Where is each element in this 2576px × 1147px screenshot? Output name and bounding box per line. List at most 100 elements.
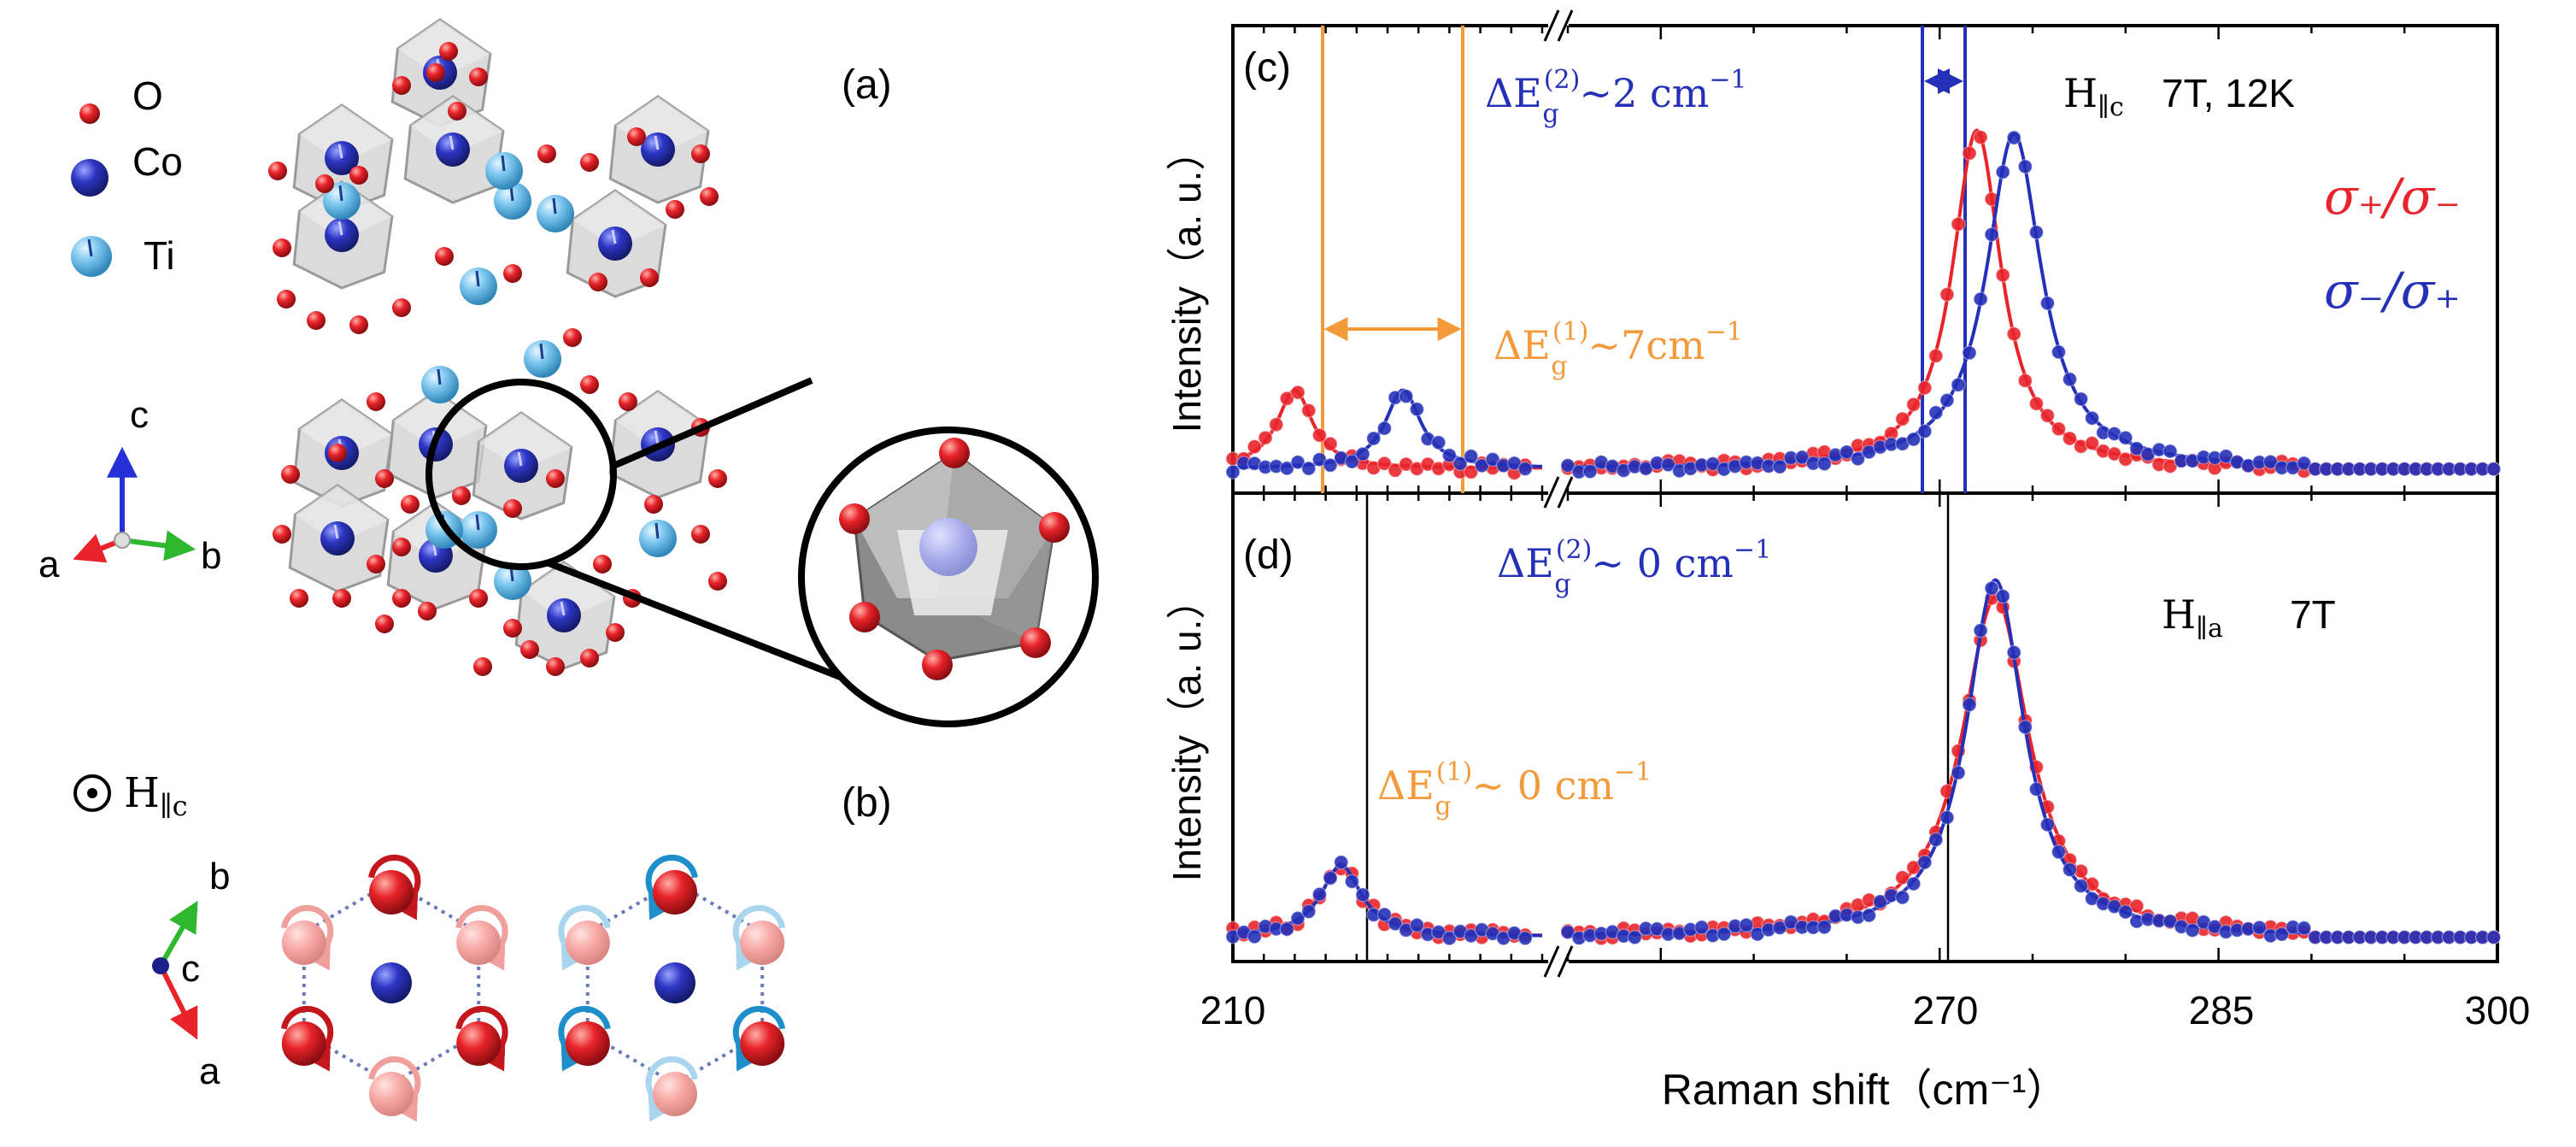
xtick-label-285: 285	[2189, 988, 2255, 1032]
o-atom	[563, 328, 582, 347]
data-point-red	[1258, 430, 1273, 445]
data-point-blue	[1225, 464, 1241, 480]
dEg2-annotation-c: ΔE(2)g~2 cm−1	[1485, 65, 1747, 129]
hex-axes: b c a	[152, 856, 230, 1092]
data-point-blue	[2073, 391, 2089, 407]
o-atom	[367, 392, 385, 411]
data-point-red	[2162, 458, 2178, 474]
o-atom	[268, 162, 287, 180]
data-point-blue	[1376, 421, 1393, 436]
o-atom	[580, 153, 599, 172]
data-point-blue	[2039, 296, 2056, 311]
data-point-blue	[1300, 461, 1317, 476]
ion-sphere	[565, 921, 610, 965]
o-atom	[315, 174, 334, 193]
data-point-blue	[1816, 920, 1833, 935]
data-point-blue	[2296, 920, 2312, 936]
data-point-blue	[1905, 876, 1922, 891]
panel-d-label: (d)	[1243, 532, 1294, 578]
data-point-blue	[2274, 926, 2290, 942]
data-point-blue	[1344, 454, 1360, 469]
field-label-b: H∥c	[124, 769, 188, 822]
data-point-blue	[2185, 922, 2200, 938]
o-atom	[273, 238, 291, 257]
atom-legend: O Co Ti	[71, 74, 183, 278]
data-point-blue	[1905, 432, 1922, 447]
data-point-blue	[1995, 588, 2010, 604]
data-point-blue	[2251, 920, 2268, 936]
data-point-blue	[1894, 890, 1910, 905]
o-atom	[332, 589, 351, 608]
o-atom	[401, 495, 420, 514]
o-atom	[691, 525, 710, 544]
data-point-blue	[1649, 921, 1665, 937]
dEg2-annotation-d: ΔE(2)g~ 0 cm−1	[1497, 535, 1771, 599]
data-point-blue	[1984, 580, 1999, 596]
data-point-blue	[1794, 450, 1810, 465]
data-point-blue	[2218, 449, 2234, 464]
data-point-red	[1290, 385, 1306, 400]
spectra-panels: Intensity（a. u.） Intensity（a. u.） 210 27…	[1165, 9, 2530, 1114]
data-point-blue	[1430, 434, 1446, 450]
data-point-blue	[1247, 929, 1263, 944]
data-point-red	[2028, 396, 2045, 411]
data-point-red	[1894, 870, 1910, 885]
panel-b: H∥c (b) b c a	[73, 769, 892, 1122]
data-point-blue	[2129, 441, 2145, 456]
data-point-blue	[1951, 377, 1966, 392]
data-point-blue	[1638, 461, 1654, 476]
o-atom	[593, 555, 612, 574]
data-point-red	[1463, 464, 1479, 480]
legend-ti-label: Ti	[144, 233, 175, 278]
ion-sphere	[369, 1072, 414, 1116]
o-atom	[546, 657, 565, 676]
xtick-label-300: 300	[2465, 988, 2531, 1032]
data-point-red	[1268, 417, 1284, 432]
data-point-blue	[2006, 644, 2021, 661]
data-point-blue	[2006, 130, 2021, 145]
ylabel-c: Intensity（a. u.）	[1165, 132, 1209, 433]
data-point-red	[1376, 456, 1393, 471]
o-atom	[546, 469, 565, 488]
data-point-blue	[1323, 870, 1338, 886]
o-atom	[520, 640, 539, 659]
data-point-blue	[1290, 455, 1306, 470]
o-atom	[375, 615, 394, 633]
panel-a: O Co Ti (a) c b a	[38, 18, 1099, 727]
data-point-blue	[2162, 914, 2178, 929]
data-point-blue	[2262, 454, 2279, 470]
data-point-blue	[1951, 765, 1966, 780]
o-atom	[619, 392, 637, 411]
data-point-red	[2006, 326, 2021, 342]
data-point-blue	[2162, 444, 2178, 459]
o-atom	[691, 144, 710, 163]
data-point-blue	[1463, 449, 1479, 464]
a-axis-label: a	[38, 544, 60, 585]
data-point-blue	[1872, 894, 1888, 909]
data-point-blue	[2118, 430, 2133, 446]
data-point-blue	[1928, 832, 1944, 848]
legend-o-label: O	[132, 74, 163, 118]
data-point-blue	[1376, 907, 1393, 922]
data-point-blue	[1279, 921, 1295, 937]
data-point-blue	[2062, 862, 2078, 878]
data-point-blue	[1485, 451, 1500, 468]
o-atom	[435, 247, 454, 266]
crystal-structure	[268, 18, 727, 676]
data-point-red	[1939, 286, 1955, 303]
data-point-blue	[2051, 844, 2067, 860]
co-center-atom	[371, 962, 412, 1003]
panel-a-label: (a)	[842, 62, 892, 108]
o-atom	[392, 76, 411, 95]
o-atom	[666, 200, 684, 219]
data-point-blue	[1452, 456, 1468, 472]
data-point-blue	[1300, 903, 1317, 920]
o-atom	[290, 589, 308, 608]
data-point-red	[1311, 427, 1328, 444]
o-atom	[426, 63, 445, 82]
data-point-blue	[2028, 781, 2045, 797]
data-point-blue	[1560, 457, 1576, 474]
data-point-blue	[1928, 405, 1944, 421]
o-atom	[277, 290, 296, 309]
data-point-blue	[1441, 447, 1458, 463]
